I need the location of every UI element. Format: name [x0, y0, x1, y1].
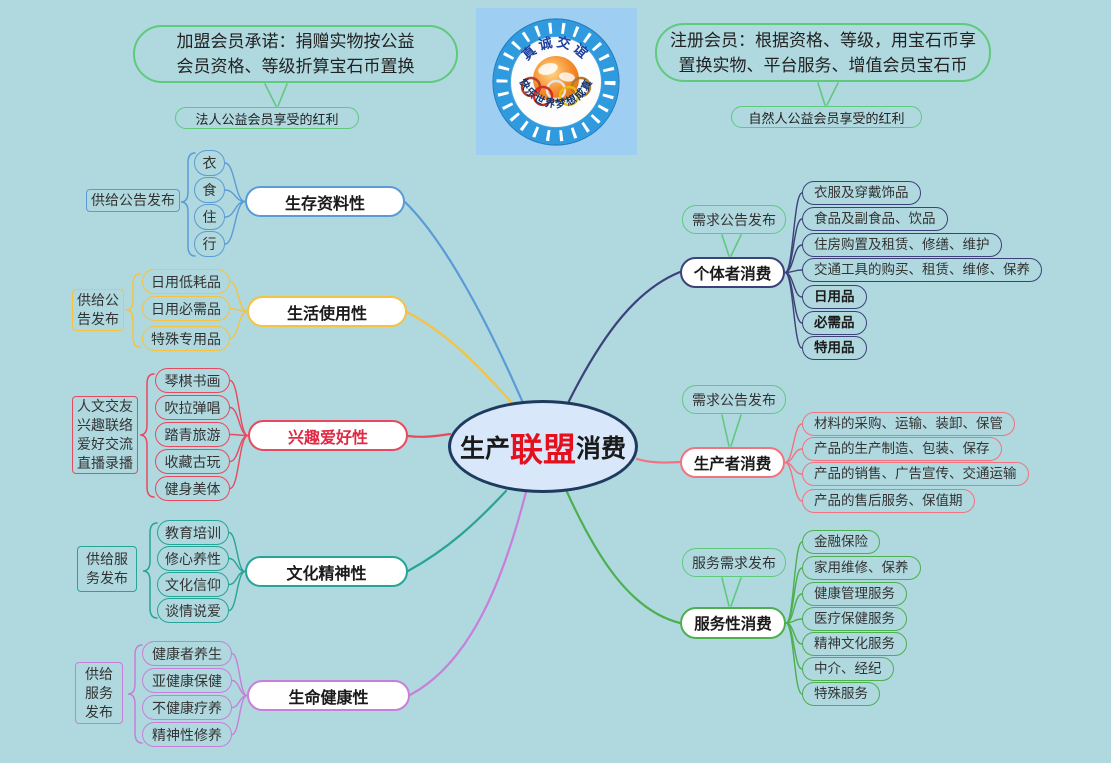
- sub-topic-healthy-care[interactable]: 健康者养生: [142, 641, 232, 666]
- sub-topic-consumables[interactable]: 日用低耗品: [142, 269, 230, 294]
- callout-service-demand[interactable]: 服务需求发布: [682, 548, 786, 577]
- brace-culture: [142, 522, 158, 619]
- branch-life-health[interactable]: 生命健康性: [247, 680, 410, 711]
- branch-daily-use[interactable]: 生活使用性: [247, 296, 407, 327]
- sub-topic-food[interactable]: 食: [194, 177, 225, 203]
- sub-topic-mind-cultivation[interactable]: 修心养性: [157, 546, 229, 571]
- sub-topic-necessity-goods[interactable]: 必需品: [802, 311, 867, 335]
- sub-topic-transport[interactable]: 行: [194, 231, 225, 257]
- sub-topic-sales-advertising[interactable]: 产品的销售、广告宣传、交通运输: [802, 462, 1029, 486]
- tail-top-right: [817, 82, 839, 106]
- sub-topic-arts[interactable]: 琴棋书画: [155, 368, 230, 393]
- sub-topic-education[interactable]: 教育培训: [157, 520, 229, 545]
- sub-topic-health-management[interactable]: 健康管理服务: [802, 582, 907, 606]
- sub-topic-aftersales[interactable]: 产品的售后服务、保值期: [802, 489, 975, 513]
- sub-topic-special-items[interactable]: 特殊专用品: [142, 326, 230, 351]
- tail-producer-callout: [721, 414, 742, 447]
- sub-topic-fitness[interactable]: 健身美体: [155, 476, 230, 501]
- sub-topic-subhealth-care[interactable]: 亚健康保健: [142, 668, 232, 693]
- callout-demand-notice-2[interactable]: 需求公告发布: [682, 385, 786, 414]
- note-join-member[interactable]: 加盟会员承诺：捐赠实物按公益 会员资格、等级折算宝石币置换: [133, 25, 458, 83]
- branch-producer-consumption[interactable]: 生产者消费: [680, 447, 785, 478]
- sub-topic-manufacturing[interactable]: 产品的生产制造、包装、保存: [802, 437, 1002, 461]
- edge-daily-use: [405, 310, 514, 405]
- logo: 真诚交谊 快乐世界梦想成真: [476, 8, 637, 155]
- central-topic[interactable]: 生产联盟消费: [448, 400, 638, 493]
- sub-topic-spiritual-culture[interactable]: 精神文化服务: [802, 632, 907, 656]
- sub-topic-special-services[interactable]: 特殊服务: [802, 682, 880, 706]
- sub-topic-travel[interactable]: 踏青旅游: [155, 422, 230, 447]
- logo-ring-pattern: [496, 22, 616, 142]
- tail-top-left: [264, 83, 288, 107]
- sub-topic-collecting[interactable]: 收藏古玩: [155, 449, 230, 474]
- edge-individual: [566, 270, 682, 405]
- branch-individual-consumption[interactable]: 个体者消费: [680, 257, 785, 288]
- brace-hobby: [139, 373, 155, 498]
- tail-individual-callout: [721, 234, 742, 257]
- note-natural-person-dividend[interactable]: 自然人公益会员享受的红利: [731, 106, 922, 128]
- edge-producer: [635, 457, 682, 464]
- central-topic-right: 消费: [576, 434, 627, 463]
- logo-continent: [538, 63, 558, 75]
- sub-topic-culture-faith[interactable]: 文化信仰: [157, 572, 229, 597]
- sub-topic-daily-goods[interactable]: 日用品: [802, 285, 867, 309]
- sub-topic-romance[interactable]: 谈情说爱: [157, 598, 229, 623]
- sub-topic-housing[interactable]: 住: [194, 204, 225, 230]
- sub-topic-housing-lease[interactable]: 住房购置及租赁、修缮、维护: [802, 233, 1002, 257]
- sub-topic-material-procurement[interactable]: 材料的采购、运输、装卸、保管: [802, 412, 1015, 436]
- sub-topic-vehicles[interactable]: 交通工具的购买、租赁、维修、保养: [802, 258, 1042, 282]
- sub-topic-finance-insurance[interactable]: 金融保险: [802, 530, 880, 554]
- logo-ring-5: [558, 85, 580, 107]
- logo-outer-border: [492, 18, 620, 146]
- annotation-social-hobby[interactable]: 人文交友 兴趣联络 爱好交流 直播录播: [72, 396, 138, 474]
- branch-service-consumption[interactable]: 服务性消费: [680, 607, 786, 639]
- sub-topic-necessities[interactable]: 日用必需品: [142, 296, 230, 321]
- annotation-supply-service-2[interactable]: 供给 服务 发布: [75, 662, 123, 724]
- annotation-supply-service[interactable]: 供给服 务发布: [77, 546, 137, 592]
- sub-topic-agency-brokerage[interactable]: 中介、经纪: [802, 657, 894, 681]
- branch-hobby[interactable]: 兴趣爱好性: [248, 420, 408, 451]
- tail-service-callout: [721, 577, 742, 607]
- sub-topic-special-goods[interactable]: 特用品: [802, 336, 867, 360]
- central-topic-highlight: 联盟: [510, 430, 576, 468]
- brace-daily-use: [125, 273, 141, 348]
- logo-continent: [559, 72, 575, 82]
- sub-topic-clothing[interactable]: 衣: [194, 150, 225, 176]
- logo-ring-4: [532, 85, 554, 107]
- sub-topic-clothing-accessories[interactable]: 衣服及穿戴饰品: [802, 181, 921, 205]
- edge-culture: [406, 489, 508, 573]
- branch-survival-materials[interactable]: 生存资料性: [245, 186, 405, 217]
- note-legal-person-dividend[interactable]: 法人公益会员享受的红利: [175, 107, 359, 129]
- sub-topic-food-drinks[interactable]: 食品及副食品、饮品: [802, 207, 948, 231]
- brace-health: [127, 644, 143, 744]
- annotation-supply-notice[interactable]: 供给公告发布: [86, 189, 180, 212]
- callout-demand-notice-1[interactable]: 需求公告发布: [682, 205, 786, 234]
- edge-health: [408, 490, 528, 697]
- sub-topic-recuperation[interactable]: 不健康疗养: [142, 695, 232, 720]
- edge-survival: [403, 200, 525, 405]
- annotation-supply-notice-2[interactable]: 供给公 告发布: [72, 289, 124, 331]
- branch-cultural-spirit[interactable]: 文化精神性: [245, 556, 408, 587]
- sub-topic-home-maintenance[interactable]: 家用维修、保养: [802, 556, 921, 580]
- sub-topic-mental-care[interactable]: 精神性修养: [142, 722, 232, 747]
- sub-topic-music[interactable]: 吹拉弹唱: [155, 395, 230, 420]
- sub-topic-medical-care[interactable]: 医疗保健服务: [802, 607, 907, 631]
- edge-service: [565, 490, 682, 625]
- note-registered-member[interactable]: 注册会员：根据资格、等级，用宝石币享 置换实物、平台服务、增值会员宝石币: [655, 23, 991, 82]
- logo-ring-2: [545, 79, 567, 101]
- brace-survival: [180, 152, 196, 257]
- edge-hobby: [406, 432, 452, 438]
- central-topic-left: 生产: [459, 434, 510, 463]
